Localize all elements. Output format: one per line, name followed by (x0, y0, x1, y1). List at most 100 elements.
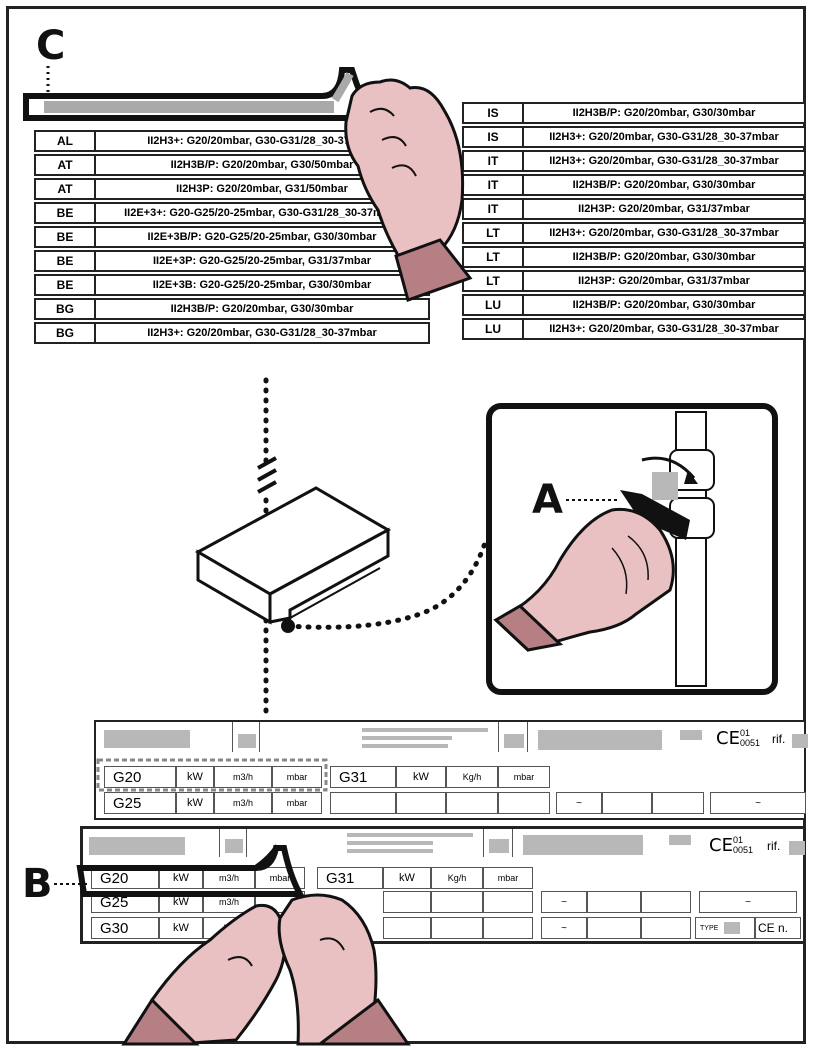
gas-category-description: II2E+3+: G20-G25/20-25mbar, G30-G31/28_3… (124, 207, 400, 219)
ce-mark-lower: CE (709, 835, 733, 856)
tilde-3-lower: ~ (541, 917, 587, 939)
gas-category-description: II2H3+: G20/20mbar, G30-G31/28_30-37mbar (549, 323, 779, 335)
tilde-1-lower: ~ (541, 891, 587, 913)
gas-category-description: II2H3+: G20/20mbar, G30-G31/28_30-37mbar (147, 135, 377, 147)
table-right-row: LT II2H3+: G20/20mbar, G30-G31/28_30-37mb… (462, 222, 806, 244)
country-code: IT (464, 176, 524, 194)
tilde-2-upper: ~ (710, 792, 806, 814)
gas-category-description: II2H3+: G20/20mbar, G30-G31/28_30-37mbar (549, 131, 779, 143)
country-code: BE (36, 228, 96, 246)
unit-m3h-2-lower: m3/h (203, 891, 255, 913)
label-a: A (532, 477, 563, 523)
country-code: BE (36, 204, 96, 222)
unit-mbar-lower: mbar (255, 867, 305, 889)
unit-kgh-upper: Kg/h (446, 766, 498, 788)
unit-kw-2-upper: kW (396, 766, 446, 788)
country-code: BE (36, 252, 96, 270)
unit-mbar-2-upper: mbar (498, 766, 550, 788)
gas-category-description: II2E+3P: G20-G25/20-25mbar, G31/37mbar (153, 255, 371, 267)
unit-mbar-2-lower: mbar (483, 867, 533, 889)
country-code: BG (36, 324, 96, 342)
table-right-row: LU II2H3+: G20/20mbar, G30-G31/28_30-37mb… (462, 318, 806, 340)
unit-kw-lower: kW (159, 867, 203, 889)
unit-m3h-upper: m3/h (214, 766, 272, 788)
unit-m3h-lower: m3/h (203, 867, 255, 889)
unit-kw-upper: kW (176, 766, 214, 788)
table-left-row: BG II2H3B/P: G20/20mbar, G30/30mbar (34, 298, 430, 320)
gas-category-description: II2H3+: G20/20mbar, G30-G31/28_30-37mbar (549, 227, 779, 239)
gas-g31-lower: G31 (317, 867, 383, 889)
label-c: C (36, 23, 66, 69)
table-left-row: BG II2H3+: G20/20mbar, G30-G31/28_30-37mb… (34, 322, 430, 344)
type-label-lower: TYPE (700, 924, 719, 932)
ce-mark-upper: CE (716, 728, 740, 749)
country-code: BE (36, 276, 96, 294)
gas-g25-lower: G25 (91, 891, 159, 913)
ce-number-2-lower: 0051 (733, 845, 754, 855)
table-left-row: BE II2E+3+: G20-G25/20-25mbar, G30-G31/28… (34, 202, 430, 224)
ce-number-1-lower: 01 (733, 835, 744, 845)
country-code: AT (36, 156, 96, 174)
gas-g30-lower: G30 (91, 917, 159, 939)
tilde-2-lower: ~ (699, 891, 797, 913)
gas-category-description: II2H3P: G20/20mbar, G31/50mbar (176, 183, 348, 195)
unit-mbar-3-upper: mbar (272, 792, 322, 814)
table-right-row: IT II2H3P: G20/20mbar, G31/37mbar (462, 198, 806, 220)
gas-category-description: II2H3P: G20/20mbar, G31/37mbar (578, 203, 750, 215)
unit-kgh-lower: Kg/h (431, 867, 483, 889)
gas-g25-upper: G25 (104, 792, 176, 814)
unit-kw-2-lower: kW (383, 867, 431, 889)
tilde-1-upper: ~ (556, 792, 602, 814)
table-left-row: BE II2E+3B: G20-G25/20-25mbar, G30/30mbar (34, 274, 430, 296)
unit-kw-4-lower: kW (159, 917, 203, 939)
rif-label-lower: rif. (767, 839, 781, 853)
gas-g20-upper: G20 (104, 766, 176, 788)
gas-g20-lower: G20 (91, 867, 159, 889)
country-code: BG (36, 300, 96, 318)
gas-category-description: II2H3+: G20/20mbar, G30-G31/28_30-37mbar (549, 155, 779, 167)
gas-category-description: II2E+3B/P: G20-G25/20-25mbar, G30/30mbar (147, 231, 377, 243)
unit-kg-partial-lower: Kg (203, 917, 255, 939)
country-code: LT (464, 224, 524, 242)
gas-g31-upper: G31 (330, 766, 396, 788)
label-b: B (22, 861, 53, 907)
ce-number-2-upper: 0051 (740, 738, 761, 748)
unit-mbar-upper: mbar (272, 766, 322, 788)
table-right-row: LT II2H3B/P: G20/20mbar, G30/30mbar (462, 246, 806, 268)
table-right-row: IS II2H3+: G20/20mbar, G30-G31/28_30-37mb… (462, 126, 806, 148)
country-code: AT (36, 180, 96, 198)
country-code: LT (464, 248, 524, 266)
ce-n-label-lower: CE n. (758, 921, 789, 935)
country-code: IT (464, 200, 524, 218)
table-right-row: IT II2H3B/P: G20/20mbar, G30/30mbar (462, 174, 806, 196)
unit-kw-3-lower: kW (159, 891, 203, 913)
table-right-row: LT II2H3P: G20/20mbar, G31/37mbar (462, 270, 806, 292)
rif-label-upper: rif. (772, 732, 786, 746)
country-code: IS (464, 128, 524, 146)
unit-kw-3-upper: kW (176, 792, 214, 814)
country-code: AL (36, 132, 96, 150)
table-left-row: BE II2E+3P: G20-G25/20-25mbar, G31/37mbar (34, 250, 430, 272)
table-left-row: AL II2H3+: G20/20mbar, G30-G31/28_30-37mb… (34, 130, 430, 152)
table-left-row: BE II2E+3B/P: G20-G25/20-25mbar, G30/30mb… (34, 226, 430, 248)
country-code: LT (464, 272, 524, 290)
gas-category-description: II2H3P: G20/20mbar, G31/37mbar (578, 275, 750, 287)
gas-category-description: II2H3+: G20/20mbar, G30-G31/28_30-37mbar (147, 327, 377, 339)
gas-category-description: II2H3B/P: G20/20mbar, G30/30mbar (572, 251, 756, 263)
gas-category-description: II2H3B/P: G20/20mbar, G30/30mbar (572, 179, 756, 191)
gas-category-description: II2H3B/P: G20/20mbar, G30/30mbar (572, 299, 756, 311)
country-code: IT (464, 152, 524, 170)
table-right-row: IT II2H3+: G20/20mbar, G30-G31/28_30-37mb… (462, 150, 806, 172)
unit-m3h-2-upper: m3/h (214, 792, 272, 814)
unit-m-partial-lower: m (255, 917, 305, 939)
country-code: LU (464, 320, 524, 338)
gas-category-description: II2H3B/P: G20/20mbar, G30/30mbar (170, 303, 354, 315)
gas-category-description: II2H3B/P: G20/20mbar, G30/30mbar (572, 107, 756, 119)
gas-category-description: II2H3B/P: G20/20mbar, G30/50mbar (170, 159, 354, 171)
ce-number-1-upper: 01 (740, 728, 751, 738)
gas-category-description: II2E+3B: G20-G25/20-25mbar, G30/30mbar (152, 279, 372, 291)
